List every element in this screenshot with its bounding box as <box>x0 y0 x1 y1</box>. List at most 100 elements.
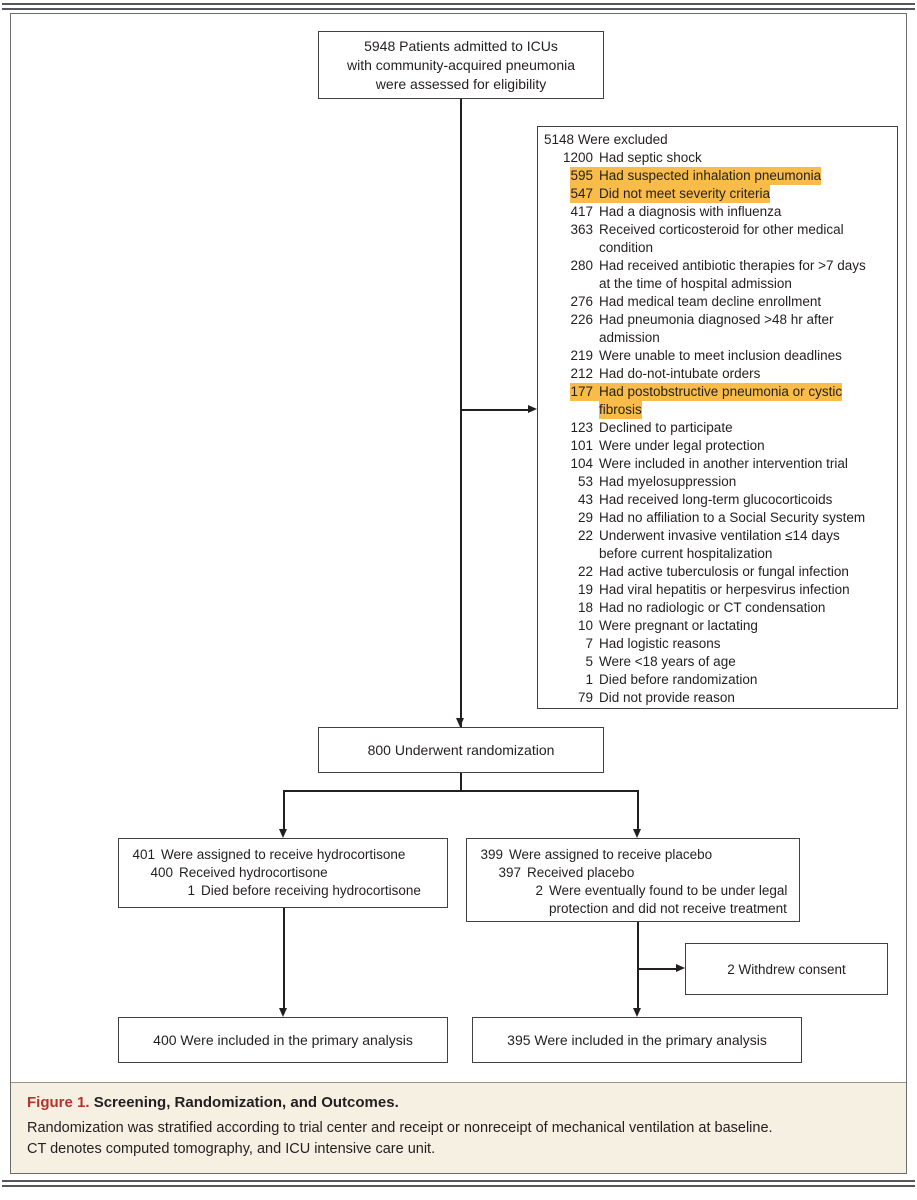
arrowhead-down <box>456 718 464 727</box>
exclusion-reason: Did not provide reason <box>599 690 735 705</box>
exclusion-count: 101 <box>570 438 593 453</box>
exclusion-item: 18 Had no radiologic or CT condensation <box>544 599 895 617</box>
connector-assessed-to-randomized <box>460 99 462 727</box>
assignment-count: 401 <box>132 847 155 862</box>
exclusion-reason: Had medical team decline enrollment <box>599 294 822 309</box>
exclusion-reason: Had no radiologic or CT condensation <box>599 600 826 615</box>
exclusion-count: 280 <box>570 258 593 273</box>
assignment-row: 2 Were eventually found to be under lega… <box>477 882 797 918</box>
exclusion-item: 177 Had postobstructive pneumonia or cys… <box>544 383 895 419</box>
primary-right-text: 395 Were included in the primary analysi… <box>507 1031 767 1048</box>
caption-body: Randomization was stratified according t… <box>27 1120 773 1157</box>
exclusion-count: 1200 <box>562 150 593 165</box>
assignment-row: 397 Received placebo <box>477 864 797 882</box>
assignment-count: 1 <box>187 883 195 898</box>
arrowhead-down <box>279 829 287 838</box>
exclusion-item: 104 Were included in another interventio… <box>544 455 895 473</box>
exclusion-item: 547 Did not meet severity criteria <box>544 185 895 203</box>
exclusion-count: 22 <box>577 528 593 543</box>
connector-hydro-to-primary <box>283 908 285 1010</box>
excluded-header: 5148 Were excluded <box>544 131 895 149</box>
primary-analysis-left-box: 400 Were included in the primary analysi… <box>118 1017 448 1063</box>
exclusion-count: 1 <box>585 672 593 687</box>
bottom-double-rule <box>2 1180 915 1187</box>
assignment-text: Were assigned to receive placebo <box>509 847 713 862</box>
excluded-label: Were excluded <box>577 132 668 147</box>
exclusion-reason: Did not meet severity criteria <box>599 185 771 203</box>
connector-randomized-down <box>460 773 462 790</box>
exclusion-count: 417 <box>570 204 593 219</box>
exclusion-item: 19 Had viral hepatitis or herpesvirus in… <box>544 581 895 599</box>
assignment-row: 400 Received hydrocortisone <box>129 864 445 882</box>
arrowhead-right <box>676 964 685 972</box>
exclusion-reason: Were pregnant or lactating <box>599 618 758 633</box>
exclusion-count: 10 <box>577 618 593 633</box>
exclusion-count: 212 <box>570 366 593 381</box>
assignment-row: 1 Died before receiving hydrocortisone <box>129 882 445 900</box>
excluded-count: 5148 <box>544 132 575 147</box>
exclusion-count: 547 <box>544 185 599 203</box>
exclusion-item: 7 Had logistic reasons <box>544 635 895 653</box>
exclusion-count: 5 <box>585 654 593 669</box>
exclusion-item: 1200 Had septic shock <box>544 149 895 167</box>
exclusion-reason: Had a diagnosis with influenza <box>599 204 782 219</box>
exclusion-count: 123 <box>570 420 593 435</box>
exclusion-count: 19 <box>577 582 593 597</box>
arrowhead-down <box>633 1008 641 1017</box>
assignment-text: Died before receiving hydrocortisone <box>201 883 421 898</box>
exclusion-item: 79 Did not provide reason <box>544 689 895 707</box>
exclusion-count: 104 <box>570 456 593 471</box>
exclusion-item: 43 Had received long-term glucocorticoid… <box>544 491 895 509</box>
exclusion-reason: Were included in another intervention tr… <box>599 456 848 471</box>
primary-analysis-right-box: 395 Were included in the primary analysi… <box>472 1017 802 1063</box>
top-double-rule <box>2 3 915 10</box>
exclusion-reason: Had logistic reasons <box>599 636 721 651</box>
exclusion-reason: Had myelosuppression <box>599 474 737 489</box>
assignment-count: 2 <box>535 883 543 898</box>
exclusion-item: 212 Had do-not-intubate orders <box>544 365 895 383</box>
withdrew-consent-box: 2 Withdrew consent <box>685 943 888 995</box>
placebo-rows: 399 Were assigned to receive placebo 397… <box>477 846 797 918</box>
primary-left-text: 400 Were included in the primary analysi… <box>153 1031 413 1048</box>
assignment-count: 400 <box>150 865 173 880</box>
assignment-count: 399 <box>480 847 503 862</box>
figure-caption: Figure 1. Screening, Randomization, and … <box>11 1082 906 1173</box>
connector-placebo-to-primary <box>637 922 639 1010</box>
exclusion-item: 276 Had medical team decline enrollment <box>544 293 895 311</box>
exclusion-item: 226 Had pneumonia diagnosed >48 hr after… <box>544 311 895 347</box>
exclusion-count: 276 <box>570 294 593 309</box>
connector-to-withdrew <box>637 968 678 970</box>
randomized-box: 800 Underwent randomization <box>318 727 604 773</box>
arrowhead-down <box>633 829 641 838</box>
excluded-box: 5148 Were excluded 1200 Had septic shock… <box>537 126 898 709</box>
exclusion-count: 595 <box>544 167 599 185</box>
connector-to-placebo <box>637 790 639 831</box>
exclusion-item: 10 Were pregnant or lactating <box>544 617 895 635</box>
exclusion-reason: Had active tuberculosis or fungal infect… <box>599 564 849 579</box>
randomized-text: 800 Underwent randomization <box>367 741 555 758</box>
exclusion-item: 22 Underwent invasive ventilation ≤14 da… <box>544 527 895 563</box>
assignment-row: 399 Were assigned to receive placebo <box>477 846 797 864</box>
exclusion-reason: Received corticosteroid for other medica… <box>599 222 844 255</box>
assignment-text: Received placebo <box>527 865 635 880</box>
exclusion-item: 29 Had no affiliation to a Social Securi… <box>544 509 895 527</box>
exclusion-reason: Had do-not-intubate orders <box>599 366 761 381</box>
arrowhead-right <box>528 405 537 413</box>
exclusion-reason: Declined to participate <box>599 420 733 435</box>
exclusion-item: 101 Were under legal protection <box>544 437 895 455</box>
exclusion-count: 43 <box>577 492 593 507</box>
connector-to-excluded <box>460 409 530 411</box>
exclusion-reason: Had viral hepatitis or herpesvirus infec… <box>599 582 850 597</box>
exclusion-item: 1 Died before randomization <box>544 671 895 689</box>
hydrocortisone-rows: 401 Were assigned to receive hydrocortis… <box>129 846 445 900</box>
placebo-box: 399 Were assigned to receive placebo 397… <box>466 838 800 922</box>
exclusion-count: 7 <box>585 636 593 651</box>
hydrocortisone-box: 401 Were assigned to receive hydrocortis… <box>118 838 448 908</box>
